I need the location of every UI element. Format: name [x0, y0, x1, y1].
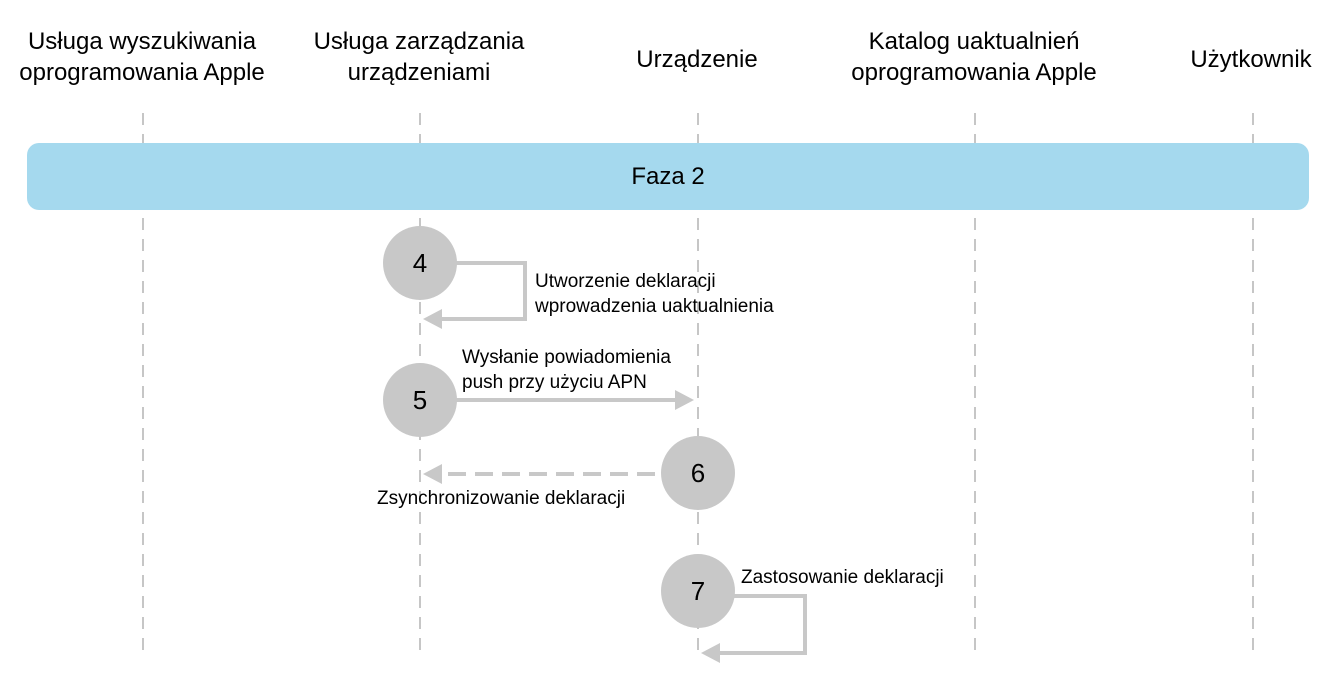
column-title-update-catalog: Katalog uaktualnień oprogramowania Apple: [851, 28, 1097, 86]
step-4-arrow: [423, 261, 527, 329]
step-7-label: Zastosowanie deklaracji: [741, 567, 944, 588]
column-title-user: Użytkownik: [1190, 46, 1312, 73]
step-4-number: 4: [413, 248, 427, 278]
step-5-number: 5: [413, 385, 427, 415]
step-5-label: Wysłanie powiadomienia push przy użyciu …: [462, 347, 671, 393]
step-7-number: 7: [691, 576, 705, 606]
phase-label: Faza 2: [631, 162, 705, 190]
phase-band: Faza 2: [27, 143, 1309, 210]
step-6-arrow: [423, 464, 655, 484]
step-6-number: 6: [691, 458, 705, 488]
column-title-search-service: Usługa wyszukiwania oprogramowania Apple: [19, 28, 265, 86]
step-7-circle: [661, 554, 735, 628]
step-4-circle: [383, 226, 457, 300]
step-7-arrow: [701, 594, 807, 663]
step-6-label: Zsynchronizowanie deklaracji: [377, 488, 626, 509]
column-title-device: Urządzenie: [636, 46, 758, 73]
column-title-device-management: Usługa zarządzania urządzeniami: [313, 28, 525, 86]
step-5-circle: [383, 363, 457, 437]
step-5-arrow: [456, 390, 694, 410]
step-4-label: Utworzenie deklaracji wprowadzenia uaktu…: [535, 271, 774, 317]
step-6-circle: [661, 436, 735, 510]
